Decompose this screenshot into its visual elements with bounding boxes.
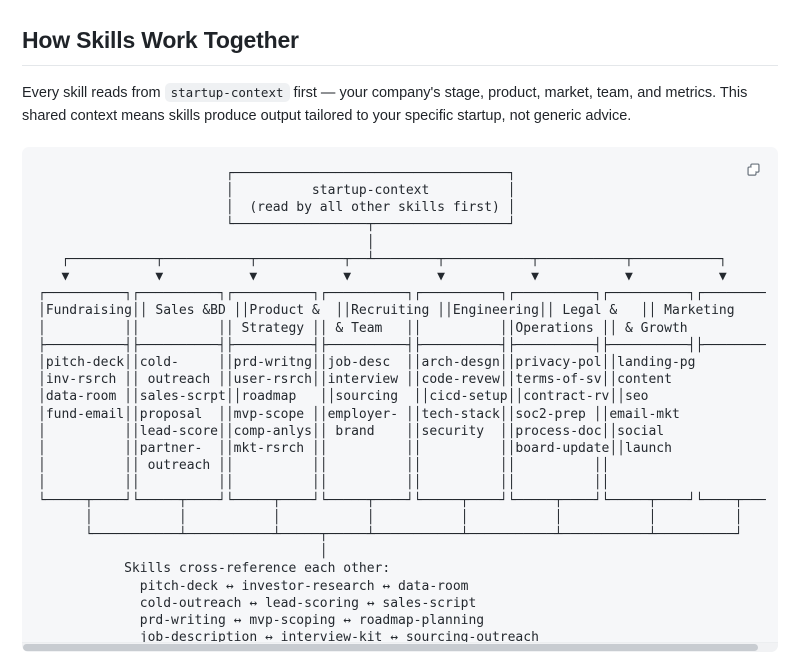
code-scroll-area[interactable]: ┌───────────────────────────────────┐ │ … [22,147,778,652]
page-title: How Skills Work Together [22,27,299,53]
title-divider [22,64,778,66]
intro-text-before: Every skill reads from [22,84,165,101]
copy-icon[interactable] [740,157,766,183]
ascii-diagram: ┌───────────────────────────────────┐ │ … [38,165,766,646]
intro-text-after: first — your company's stage, product, m… [22,84,748,125]
horizontal-scrollbar[interactable] [22,641,778,652]
inline-code-startup-context: startup-context [164,82,290,102]
horizontal-scrollbar-thumb[interactable] [23,643,758,651]
intro-paragraph: Every skill reads from startup-context f… [22,66,778,143]
ascii-diagram-codeblock: ┌───────────────────────────────────┐ │ … [22,146,778,652]
